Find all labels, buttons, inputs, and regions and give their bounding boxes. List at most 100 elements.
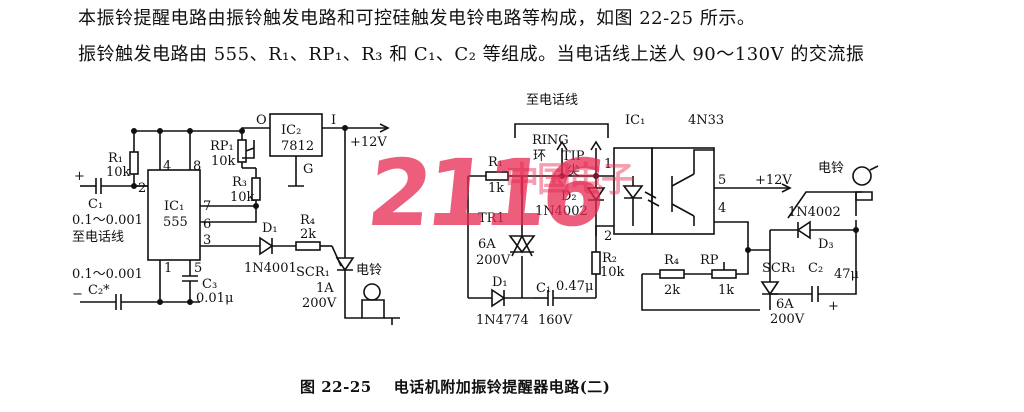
d1-right-part: 1N4774: [476, 313, 529, 328]
r4-label: R₄: [300, 213, 315, 228]
bell-right-label: 电铃: [818, 161, 844, 176]
opto-pin4: 4: [718, 201, 726, 216]
c1-capacitor: [95, 178, 102, 194]
ring-cn-label: 环: [533, 149, 546, 164]
opto-pin1: 1: [604, 157, 612, 172]
to-line-left: 至电话线: [72, 230, 124, 245]
r4-right-value: 2k: [664, 283, 680, 298]
paragraph-1: 本振铃提醒电路由振铃触发电路和可控硅触发电铃电路等构成，如图 22-25 所示。: [78, 8, 756, 29]
c1-value: 0.1～0.001: [72, 213, 143, 228]
opto-part-label: 4N33: [688, 113, 724, 128]
tr1-voltage: 200V: [476, 253, 511, 268]
bell-left-icon: [363, 283, 381, 301]
r1-value: 10k: [106, 165, 131, 180]
optocoupler-transistor-box: [651, 147, 715, 235]
ic2-part-label: 7812: [281, 139, 314, 154]
ic1-pin2: 2: [138, 181, 146, 196]
to-line-right: 至电话线: [526, 93, 578, 108]
c1-plus: +: [74, 169, 85, 184]
figure-number: 图 22-25: [300, 378, 372, 396]
scr1-right-voltage: 200V: [770, 312, 805, 327]
scr1-right-label: SCR₁: [762, 261, 796, 276]
rp-potentiometer: [711, 269, 737, 279]
r3-label: R₃: [232, 175, 247, 190]
d1-right-label: D₁: [492, 275, 508, 290]
right-plus12v-label: +12V: [755, 173, 792, 188]
r4-value: 2k: [300, 227, 316, 242]
scr1-right-thyristor: [760, 281, 780, 296]
r4-right-label: R₄: [664, 253, 679, 268]
ic1-pin5: 5: [194, 261, 202, 276]
d2-part: 1N4002: [535, 204, 588, 219]
ic1-555-box: [147, 169, 201, 261]
c1-right-voltage: 160V: [538, 313, 573, 328]
r4-resistor: [295, 241, 321, 251]
ic1-pin1: 1: [164, 261, 172, 276]
c3-value: 0.01μ: [196, 291, 233, 306]
c2-right-capacitor: [811, 286, 819, 302]
tip-label: TIP: [562, 149, 585, 164]
r1-right-value: 1k: [488, 181, 504, 196]
figure-title: 电话机附加振铃提醒器电路(二): [393, 378, 611, 396]
c3-label: C₃: [202, 277, 217, 292]
r1-label: R₁: [108, 151, 123, 166]
r1-resistor: [129, 151, 139, 175]
rp-value: 1k: [718, 283, 734, 298]
opto-pin2: 2: [604, 229, 612, 244]
d1-label: D₁: [262, 221, 278, 236]
scr1-label: SCR₁: [296, 265, 330, 280]
ic2-ground: [288, 156, 304, 187]
c3-capacitor: [182, 275, 198, 282]
d1-diode: [259, 236, 274, 256]
tip-cn-label: 尖: [567, 164, 580, 179]
c2-right-plus: +: [828, 299, 839, 314]
node-i-label: I: [331, 113, 336, 128]
node-o-label: O: [256, 113, 267, 128]
ic1-pin8: 8: [193, 159, 201, 174]
r3-value: 10k: [230, 190, 255, 205]
ic2-label: IC₂: [281, 123, 301, 138]
opto-ic1-label: IC₁: [625, 113, 645, 128]
paragraph-2: 振铃触发电路由 555、R₁、RP₁、R₃ 和 C₁、C₂ 等组成。当电话线上送…: [78, 44, 865, 65]
phone-line-bracket: [514, 123, 609, 138]
ic1-pin7: 7: [203, 199, 211, 214]
left-plus12v-label: +12V: [350, 135, 387, 150]
d3-label: D₃: [818, 237, 834, 252]
d3-diode: [796, 220, 811, 240]
c1-right-label: C₁: [536, 281, 551, 296]
watermark-side-text: 中国电子: [505, 160, 635, 200]
scr1-voltage: 200V: [302, 296, 337, 311]
bell-left-label: 电铃: [356, 263, 382, 278]
scr1-current: 1A: [316, 281, 334, 296]
c1-label: C₁: [88, 197, 103, 212]
left-circuit: [80, 113, 400, 325]
c2-value: 0.1～0.001: [72, 267, 143, 282]
c2-minus: −: [72, 287, 83, 302]
c2-capacitor: [115, 294, 122, 310]
d1-right-diode: [491, 288, 506, 308]
figure-caption: 图 22-25 电话机附加振铃提醒器电路(二): [300, 376, 610, 397]
c2-label: C₂*: [88, 283, 110, 298]
r1-right-label: R₁: [488, 155, 503, 170]
ic1-label: IC₁: [164, 199, 184, 214]
r2-label: R₂: [602, 251, 617, 266]
c1-right-value: 0.47μ: [556, 279, 593, 294]
ic1-pin4: 4: [163, 159, 171, 174]
left-top-rail: [134, 127, 270, 132]
bell-right-icon: [852, 166, 872, 186]
ic2-g-label: G: [303, 162, 313, 177]
tr1-current: 6A: [478, 237, 496, 252]
tr1-label: TR1: [478, 211, 505, 226]
rp1-value: 10k: [211, 154, 236, 169]
rp-label: RP: [700, 253, 719, 268]
r2-value: 10k: [600, 265, 625, 280]
rp1-label: RP₁: [210, 139, 234, 154]
c2-right-value: 47μ: [834, 267, 859, 282]
ic1-pin6: 6: [203, 217, 211, 232]
scr1-right-current: 6A: [776, 297, 794, 312]
right-circuit: [467, 123, 879, 311]
r4-right-resistor: [659, 269, 685, 279]
ring-label: RING: [532, 133, 569, 148]
opto-pin5: 5: [718, 173, 726, 188]
